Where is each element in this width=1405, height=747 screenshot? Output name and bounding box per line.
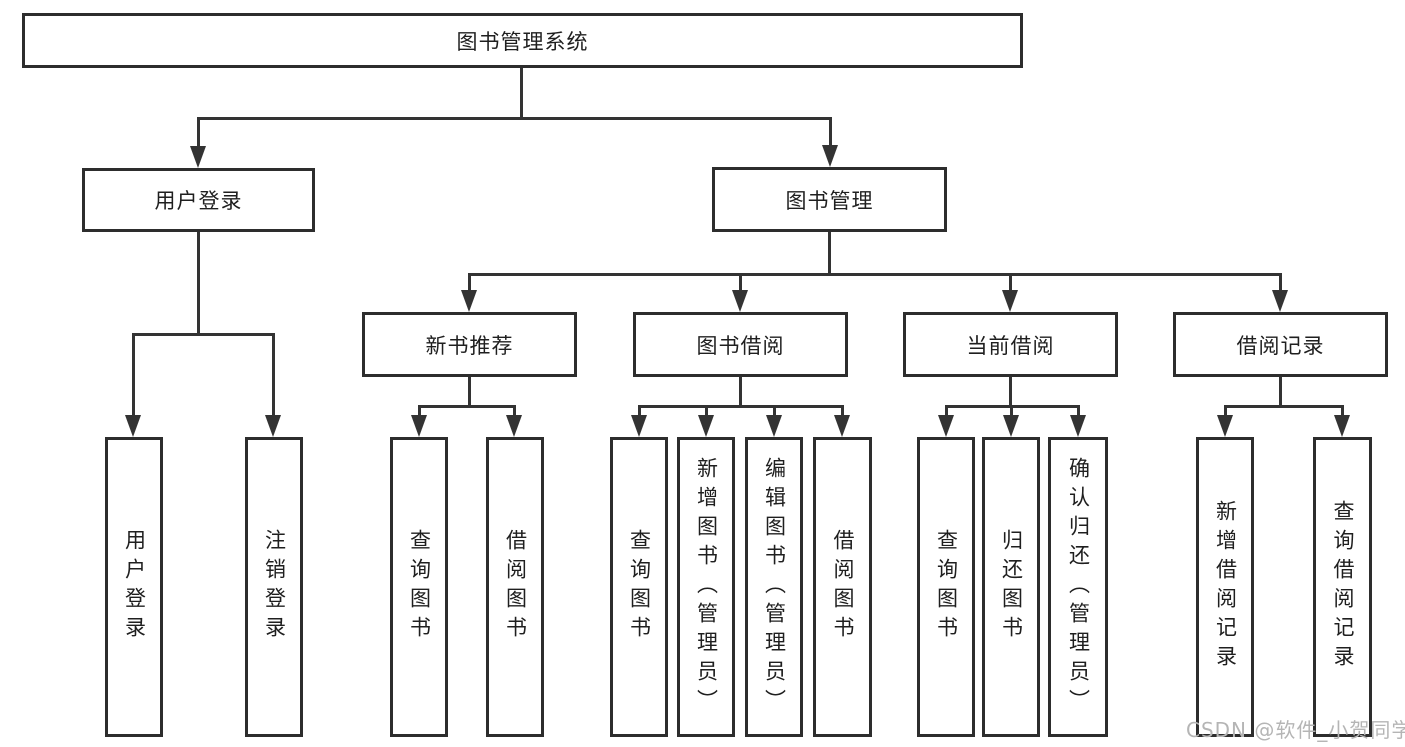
node-label: 注销登录: [262, 529, 287, 645]
leaf-cb-confirm-return-admin: 确认归还（管理员）: [1048, 437, 1108, 737]
node-label: 借阅记录: [1236, 333, 1325, 358]
arrow-down-icon: [938, 415, 954, 437]
connector-line: [829, 117, 832, 149]
connector-line: [841, 405, 844, 419]
arrow-down-icon: [1217, 415, 1233, 437]
connector-line: [418, 405, 421, 419]
arrow-down-icon: [822, 145, 838, 167]
node-label: 图书管理系统: [456, 29, 589, 54]
connector-line: [1077, 405, 1080, 419]
connector-line: [132, 333, 274, 336]
leaf-bb-borrow-book: 借阅图书: [813, 437, 872, 737]
connector-line: [1279, 273, 1282, 294]
arrow-down-icon: [190, 146, 206, 168]
node-current-borrow: 当前借阅: [903, 312, 1118, 377]
node-label: 新书推荐: [425, 333, 514, 358]
node-root-system: 图书管理系统: [22, 13, 1023, 68]
arrow-down-icon: [506, 415, 522, 437]
connector-line: [1224, 405, 1227, 419]
connector-line: [739, 377, 742, 405]
connector-line: [1010, 405, 1013, 419]
connector-line: [739, 273, 742, 294]
arrow-down-icon: [766, 415, 782, 437]
connector-line: [513, 405, 516, 419]
leaf-bb-query-book: 查询图书: [610, 437, 668, 737]
connector-line: [1279, 377, 1282, 405]
arrow-down-icon: [1003, 415, 1019, 437]
node-label: 图书管理: [785, 188, 874, 213]
connector-line: [828, 232, 831, 273]
watermark: CSDN @软件_小贺同学: [1186, 718, 1405, 742]
connector-line: [468, 377, 471, 405]
connector-line: [468, 273, 1281, 276]
arrow-down-icon: [1070, 415, 1086, 437]
arrow-down-icon: [125, 415, 141, 437]
leaf-bb-edit-book-admin: 编辑图书（管理员）: [745, 437, 803, 737]
connector-line: [1009, 377, 1012, 405]
connector-line: [272, 333, 275, 419]
connector-line: [1341, 405, 1344, 419]
node-label: 新增图书（管理员）: [694, 456, 719, 718]
node-label: 新增借阅记录: [1213, 500, 1238, 674]
arrow-down-icon: [1334, 415, 1350, 437]
node-label: 用户登录: [154, 189, 243, 213]
connector-line: [132, 333, 135, 419]
connector-line: [197, 117, 831, 120]
arrow-down-icon: [834, 415, 850, 437]
leaf-cb-return-book: 归还图书: [982, 437, 1040, 737]
node-label: 查询图书: [934, 529, 959, 645]
connector-line: [197, 232, 200, 333]
node-user-login: 用户登录: [82, 168, 315, 232]
arrow-down-icon: [732, 290, 748, 312]
node-label: 查询图书: [407, 529, 432, 645]
arrow-down-icon: [631, 415, 647, 437]
node-label: 查询借阅记录: [1331, 500, 1355, 674]
connector-line: [1009, 273, 1012, 294]
leaf-nb-borrow-book: 借阅图书: [486, 437, 544, 737]
leaf-br-add-record: 新增借阅记录: [1196, 437, 1254, 737]
node-new-book-recommend: 新书推荐: [362, 312, 577, 377]
node-label: 编辑图书（管理员）: [762, 456, 787, 718]
connector-line: [945, 405, 948, 419]
leaf-user-login: 用户登录: [105, 437, 163, 737]
node-book-management: 图书管理: [712, 167, 947, 232]
node-label: 借阅图书: [831, 529, 855, 645]
connector-line: [638, 405, 843, 408]
arrow-down-icon: [461, 290, 477, 312]
arrow-down-icon: [1272, 290, 1288, 312]
connector-line: [520, 68, 523, 118]
node-label: 用户登录: [122, 529, 147, 645]
arrow-down-icon: [1002, 290, 1018, 312]
connector-line: [1224, 405, 1343, 408]
node-label: 图书借阅: [696, 333, 785, 358]
leaf-cb-query-book: 查询图书: [917, 437, 975, 737]
node-book-borrow: 图书借阅: [633, 312, 848, 377]
node-label: 借阅图书: [503, 529, 528, 645]
leaf-br-query-record: 查询借阅记录: [1313, 437, 1372, 737]
node-label: 确认归还（管理员）: [1066, 456, 1091, 718]
connector-line: [197, 117, 200, 150]
connector-line: [418, 405, 515, 408]
node-borrow-record: 借阅记录: [1173, 312, 1388, 377]
node-label: 归还图书: [999, 529, 1024, 645]
connector-line: [638, 405, 641, 419]
node-label: 查询图书: [627, 529, 652, 645]
connector-line: [468, 273, 471, 294]
arrow-down-icon: [698, 415, 714, 437]
leaf-logout: 注销登录: [245, 437, 303, 737]
node-label: 当前借阅: [966, 333, 1055, 358]
connector-line: [705, 405, 708, 419]
leaf-nb-query-book: 查询图书: [390, 437, 448, 737]
arrow-down-icon: [265, 415, 281, 437]
leaf-bb-add-book-admin: 新增图书（管理员）: [677, 437, 735, 737]
connector-line: [773, 405, 776, 419]
arrow-down-icon: [411, 415, 427, 437]
